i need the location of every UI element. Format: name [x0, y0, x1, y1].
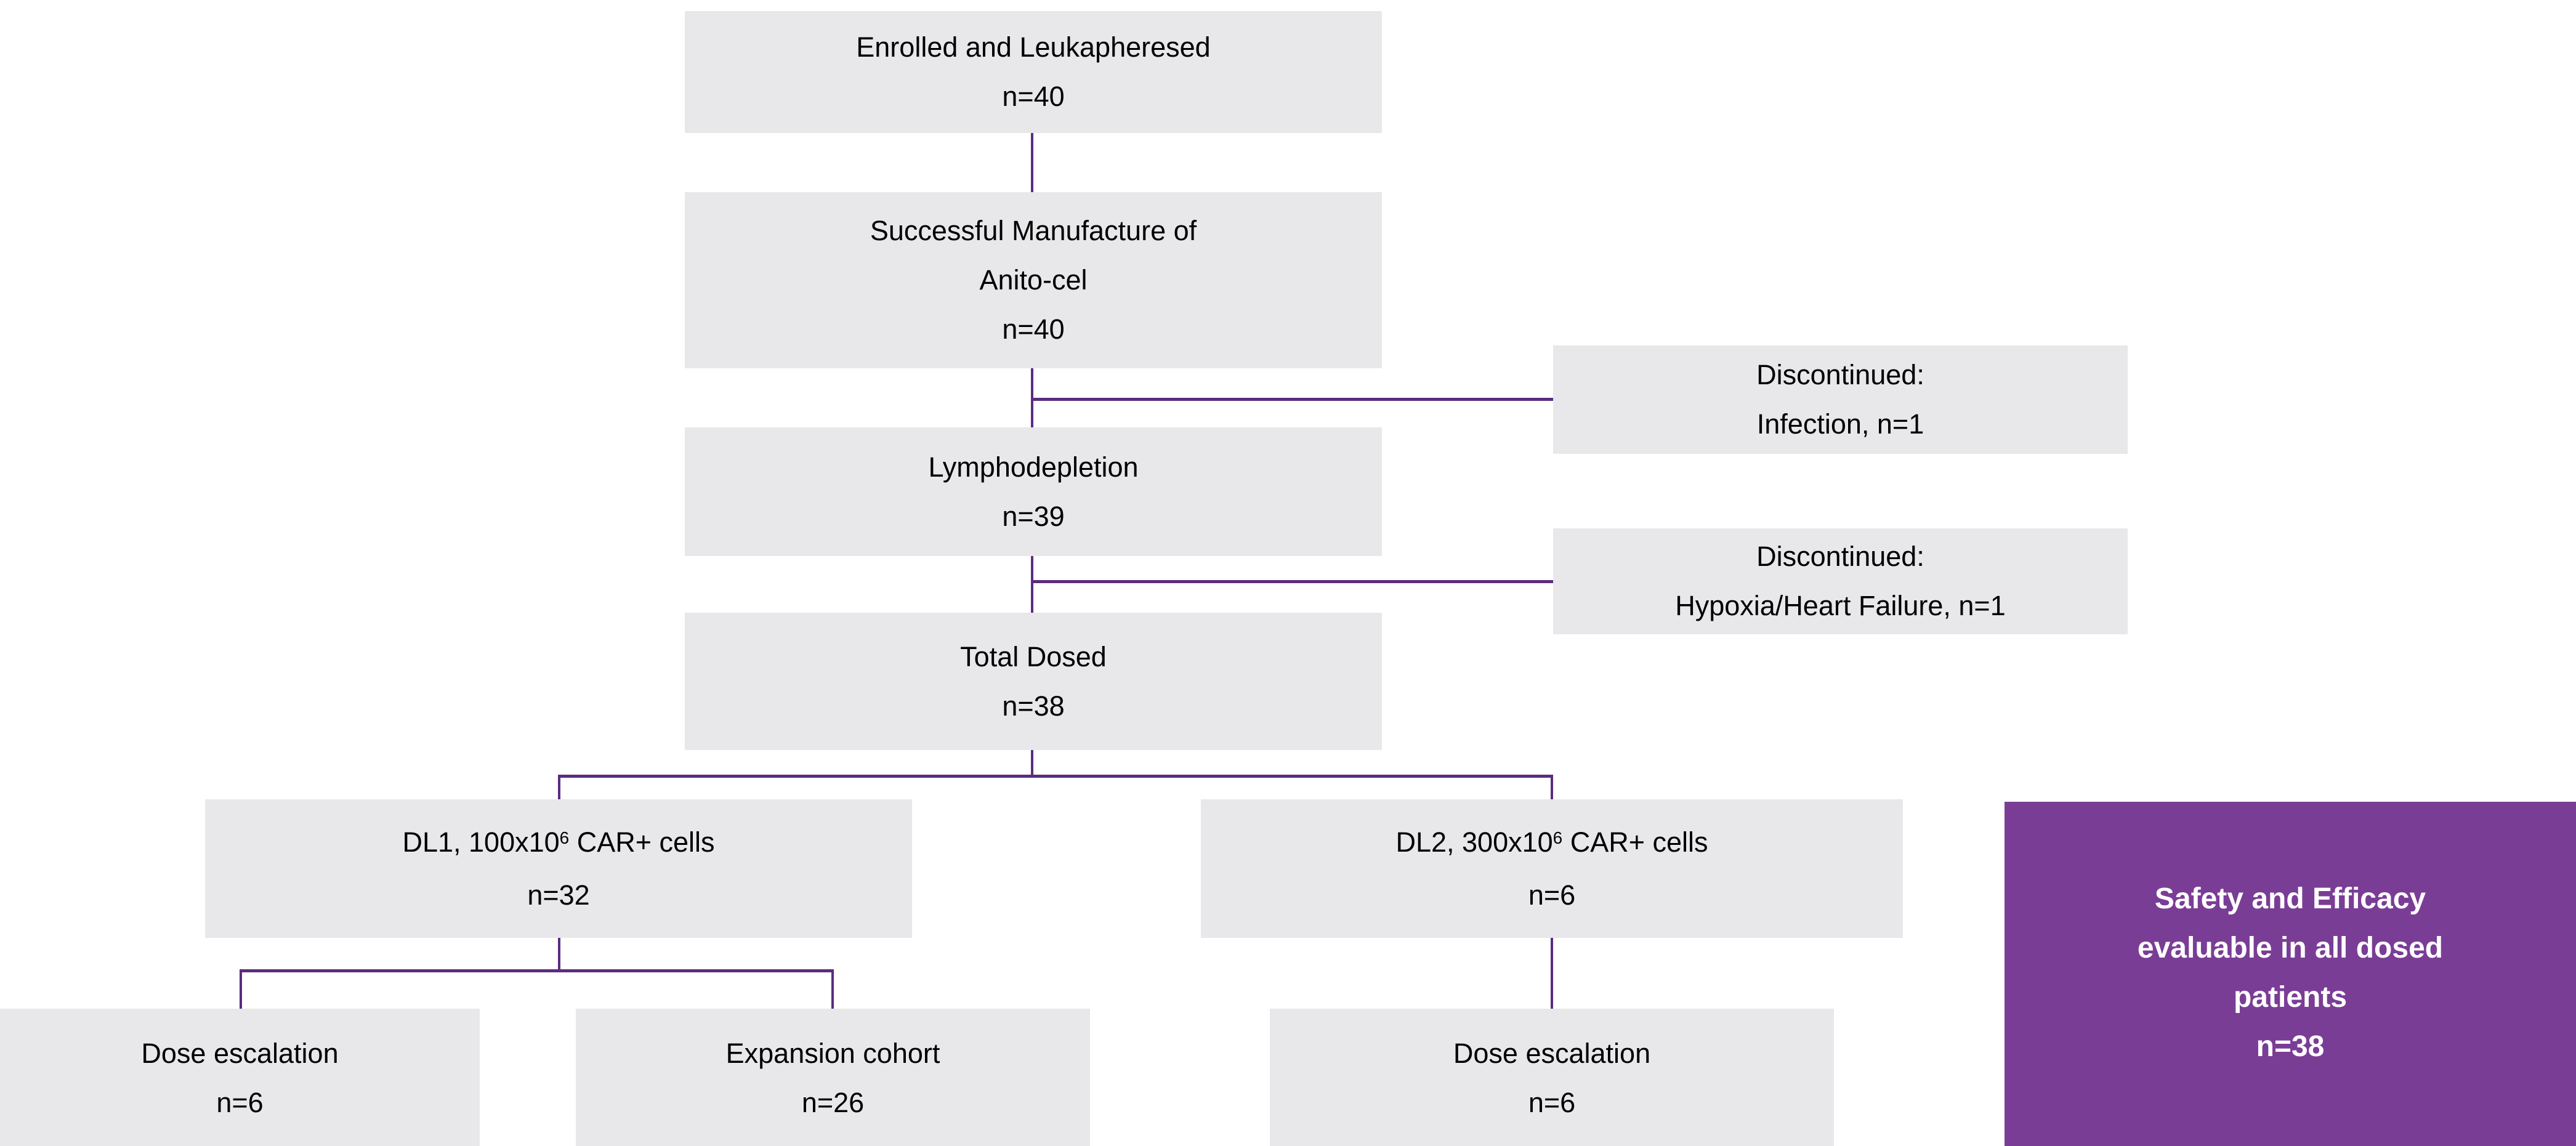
connector-dl1-branch-horizontal [240, 969, 834, 972]
node-manufacture-label-1: Successful Manufacture of [870, 215, 1197, 246]
connector-branch-infection [1031, 398, 1553, 401]
node-discontinued-infection: Discontinued: Infection, n=1 [1553, 345, 2128, 454]
connector-enrolled-to-manufacture [1031, 132, 1033, 192]
node-dl2-dose-escalation: Dose escalation n=6 [1270, 1009, 1834, 1146]
node-manufacture-label-2: Anito-cel [979, 264, 1088, 296]
safety-efficacy-callout-count: n=38 [2256, 1030, 2325, 1063]
dl2-exponent: 6 [1552, 828, 1563, 847]
node-dl2-dose-escalation-label: Dose escalation [1453, 1037, 1651, 1069]
node-enrolled-label: Enrolled and Leukapheresed [856, 31, 1211, 63]
node-enrolled: Enrolled and Leukapheresed n=40 [685, 11, 1382, 133]
connector-dl1-branch-left-riser [240, 969, 242, 1010]
connector-dose-branch-horizontal [558, 775, 1553, 778]
node-dl1-label: DL1, 100x106 CAR+ cells [402, 826, 715, 858]
node-dl1-expansion-cohort: Expansion cohort n=26 [576, 1009, 1090, 1146]
safety-efficacy-callout-line-2: evaluable in all dosed [2137, 932, 2444, 964]
node-dl1-expansion-cohort-count: n=26 [801, 1086, 865, 1118]
node-enrolled-count: n=40 [1002, 81, 1065, 112]
node-lymphodepletion-label: Lymphodepletion [928, 451, 1139, 483]
node-dl1-count: n=32 [527, 879, 590, 911]
connector-dl2-to-dose-escalation [1551, 938, 1553, 1010]
safety-efficacy-callout: Safety and Efficacy evaluable in all dos… [2005, 802, 2576, 1146]
node-lymphodepletion-count: n=39 [1002, 500, 1065, 532]
node-discontinued-hypoxia-label-2: Hypoxia/Heart Failure, n=1 [1675, 590, 2006, 621]
node-manufacture: Successful Manufacture of Anito-cel n=40 [685, 192, 1382, 368]
node-discontinued-infection-label-2: Infection, n=1 [1756, 408, 1924, 440]
connector-dose-branch-right-riser [1551, 775, 1553, 801]
connector-branch-hypoxia [1031, 580, 1553, 583]
node-total-dosed-label: Total Dosed [960, 640, 1107, 672]
node-dl2-label: DL2, 300x106 CAR+ cells [1395, 826, 1708, 858]
node-discontinued-infection-label-1: Discontinued: [1756, 359, 1924, 390]
node-dl2-dose-escalation-count: n=6 [1528, 1086, 1576, 1118]
connector-dose-branch-left-riser [558, 775, 560, 801]
node-discontinued-hypoxia-label-1: Discontinued: [1756, 541, 1924, 572]
node-total-dosed-count: n=38 [1002, 690, 1065, 722]
connector-totaldosed-stub [1031, 750, 1033, 778]
dl1-exponent: 6 [559, 828, 570, 847]
node-dl1-dose-escalation: Dose escalation n=6 [0, 1009, 480, 1146]
node-manufacture-count: n=40 [1002, 313, 1065, 345]
node-dl2-count: n=6 [1528, 879, 1576, 911]
node-dl2: DL2, 300x106 CAR+ cells n=6 [1201, 799, 1903, 938]
node-dl1: DL1, 100x106 CAR+ cells n=32 [205, 799, 912, 938]
node-lymphodepletion: Lymphodepletion n=39 [685, 427, 1382, 556]
safety-efficacy-callout-line-1: Safety and Efficacy [2154, 882, 2426, 915]
connector-dl1-stub [558, 938, 560, 972]
node-total-dosed: Total Dosed n=38 [685, 613, 1382, 750]
node-dl1-expansion-cohort-label: Expansion cohort [725, 1037, 940, 1069]
node-dl1-dose-escalation-label: Dose escalation [141, 1037, 339, 1069]
connector-lymphodepletion-to-totaldosed [1031, 556, 1033, 613]
connector-dl1-branch-right-riser [831, 969, 834, 1010]
safety-efficacy-callout-line-3: patients [2233, 981, 2348, 1014]
node-discontinued-hypoxia: Discontinued: Hypoxia/Heart Failure, n=1 [1553, 528, 2128, 634]
node-dl1-dose-escalation-count: n=6 [216, 1086, 264, 1118]
